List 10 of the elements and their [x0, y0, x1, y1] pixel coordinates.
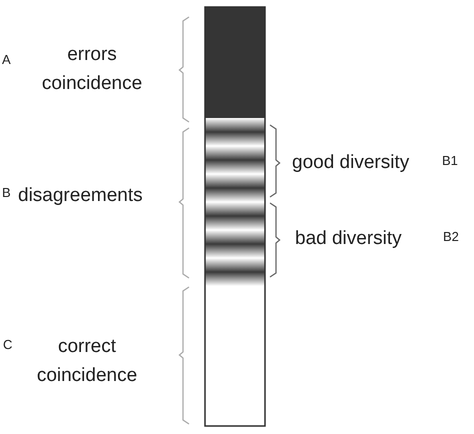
region-label: correct coincidence	[36, 335, 138, 388]
part-letter: B1	[442, 154, 458, 167]
part-letter: B2	[443, 230, 459, 243]
region-label: disagreements	[18, 184, 143, 208]
region-label: good diversity	[292, 151, 410, 175]
part-letter: C	[3, 338, 12, 351]
part-letter: B	[2, 186, 11, 199]
region-label: bad diversity	[295, 227, 402, 251]
region-label: errors coincidence	[40, 43, 144, 96]
part-letter: A	[2, 53, 11, 66]
